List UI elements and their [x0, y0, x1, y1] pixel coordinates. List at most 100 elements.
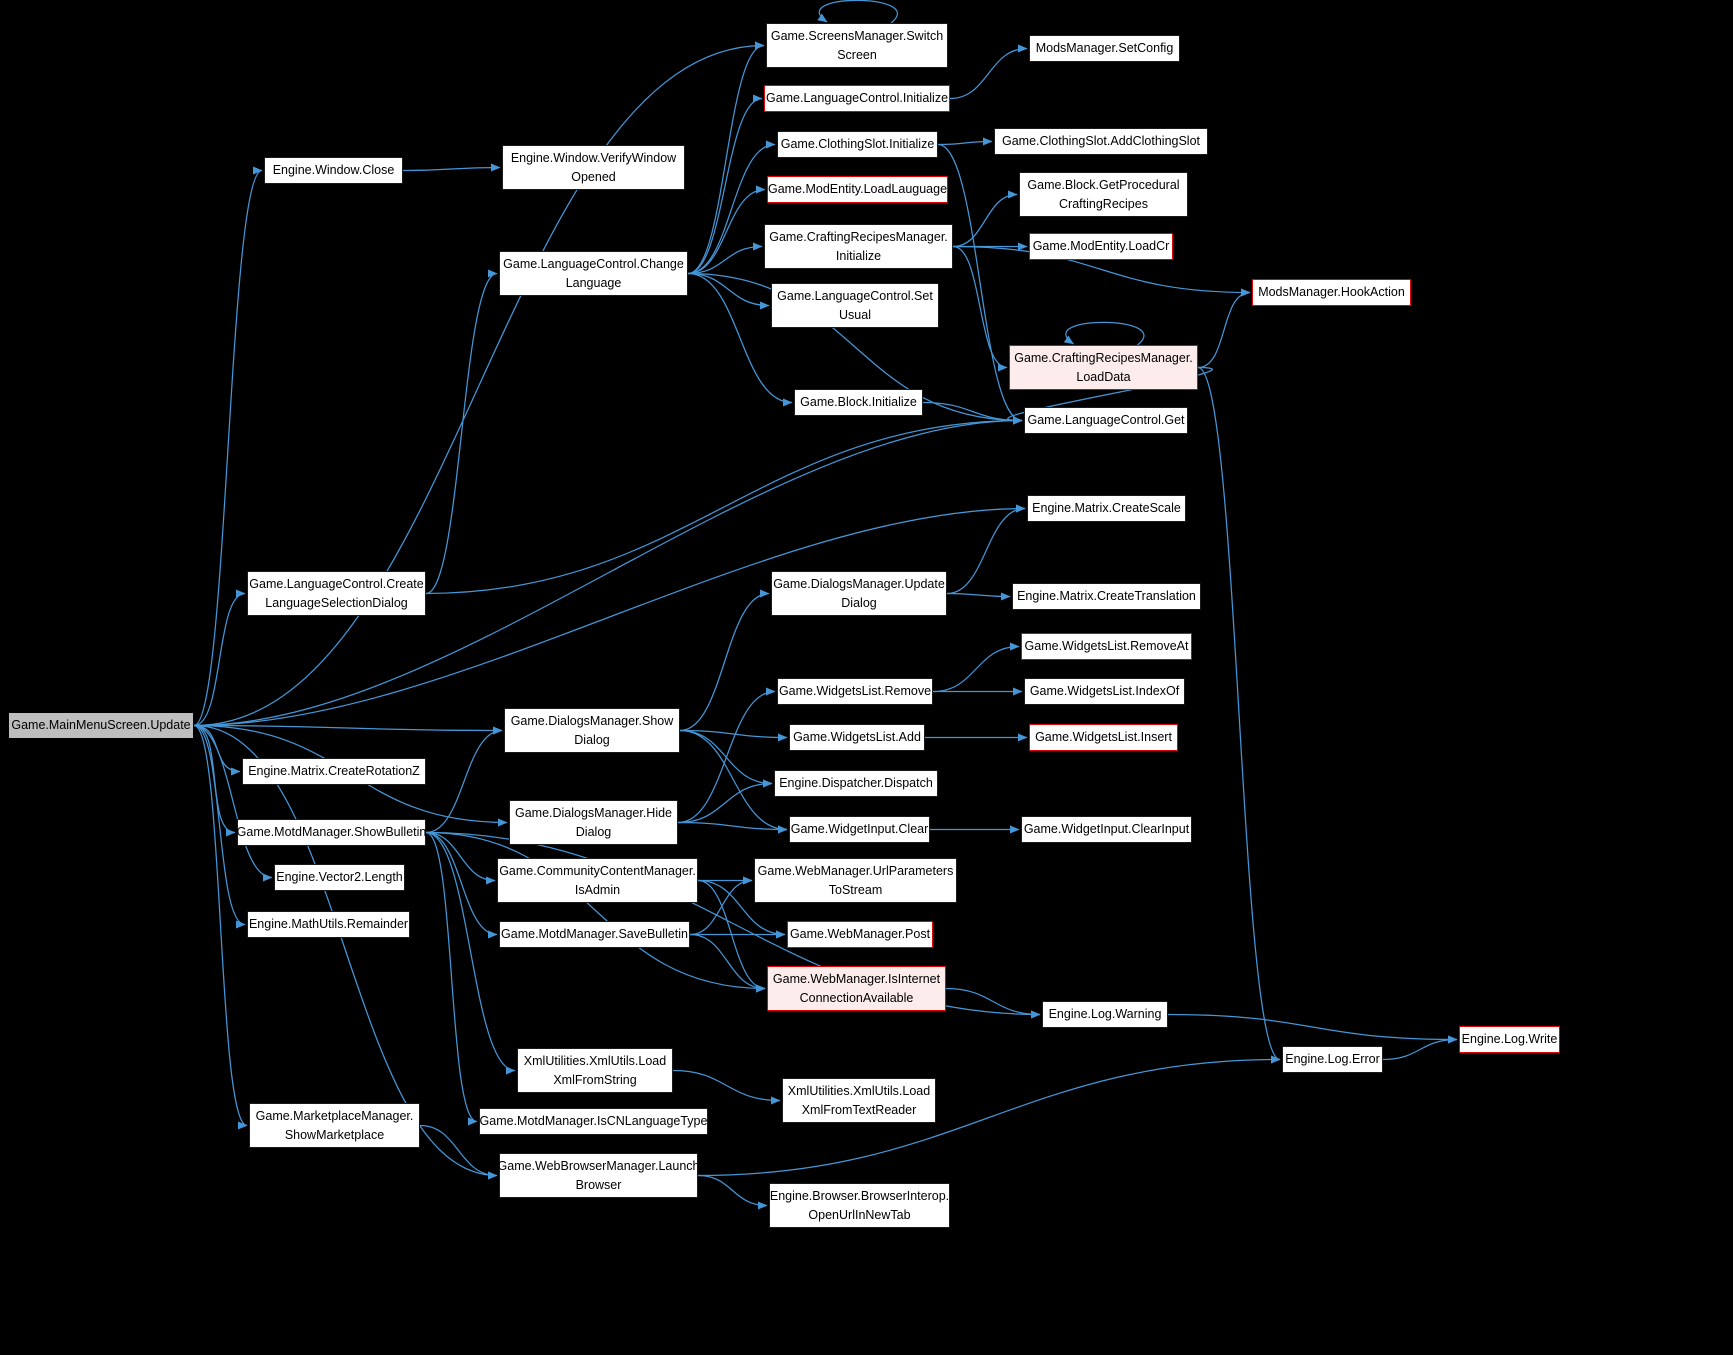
call-edge-save_bulletin-to-url_params	[689, 876, 753, 936]
node-set_config-label: ModsManager.SetConfig	[1035, 41, 1174, 55]
node-remainder-label: Engine.MathUtils.Remainder	[248, 917, 409, 931]
node-update: Game.MainMenuScreen.Update	[8, 712, 194, 739]
node-show_bulletin[interactable]: Game.MotdManager.ShowBulletin	[237, 819, 426, 846]
node-web_post-label: Game.WebManager.Post	[789, 927, 931, 941]
node-hook_action[interactable]: ModsManager.HookAction	[1252, 279, 1411, 306]
call-edge-update-to-create_lang_dialog	[193, 589, 246, 727]
call-edge-update-to-create_scale	[193, 504, 1026, 727]
node-block_init[interactable]: Game.Block.Initialize	[794, 389, 923, 416]
call-edge-log_error-to-log_write	[1382, 1035, 1458, 1061]
node-crafting_init[interactable]: Game.CraftingRecipesManager.Initialize	[764, 224, 953, 269]
node-log_warning[interactable]: Engine.Log.Warning	[1042, 1001, 1168, 1028]
node-web_post[interactable]: Game.WebManager.Post	[787, 921, 933, 948]
call-edge-change_lang-to-switch_screen	[687, 41, 765, 275]
node-widgets_insert[interactable]: Game.WidgetsList.Insert	[1029, 724, 1178, 751]
node-remainder[interactable]: Engine.MathUtils.Remainder	[247, 911, 410, 938]
node-lang_init-label: Game.LanguageControl.Initialize	[765, 91, 949, 105]
node-set_config[interactable]: ModsManager.SetConfig	[1029, 35, 1180, 62]
call-edge-create_lang_dialog-to-change_lang	[425, 269, 498, 595]
call-edge-update_dialog-to-create_scale	[946, 504, 1026, 595]
call-edge-change_lang-to-lang_init	[687, 94, 763, 275]
node-create_lang_dialog-label: LanguageSelectionDialog	[265, 595, 408, 610]
call-edge-show_bulletin-to-show_dialog	[425, 726, 503, 834]
node-inet_avail-label: Game.WebManager.IsInternet	[772, 971, 941, 986]
call-edge-launch_browser-to-open_url	[697, 1174, 768, 1210]
call-edge-load_xml_str-to-load_xml_reader	[672, 1069, 781, 1105]
node-create_translation-label: Engine.Matrix.CreateTranslation	[1017, 589, 1196, 603]
node-create_translation[interactable]: Engine.Matrix.CreateTranslation	[1012, 583, 1201, 610]
node-load_cr[interactable]: Game.ModEntity.LoadCr	[1029, 233, 1173, 260]
node-add_clothing[interactable]: Game.ClothingSlot.AddClothingSlot	[994, 128, 1208, 155]
node-widgets_remove[interactable]: Game.WidgetsList.Remove	[777, 678, 933, 705]
node-vec_length[interactable]: Engine.Vector2.Length	[274, 864, 405, 891]
call-edge-load_data-to-lang_get	[1007, 366, 1213, 425]
node-remove_at[interactable]: Game.WidgetsList.RemoveAt	[1021, 633, 1192, 660]
node-create_rotz[interactable]: Engine.Matrix.CreateRotationZ	[242, 758, 426, 785]
node-clear_input[interactable]: Game.WidgetInput.ClearInput	[1021, 816, 1192, 843]
node-load_data-label: Game.CraftingRecipesManager.	[1014, 350, 1193, 365]
call-edge-update-to-launch_browser	[193, 724, 498, 1180]
node-get_proc-label: Game.Block.GetProcedural	[1027, 177, 1180, 192]
node-dispatch[interactable]: Engine.Dispatcher.Dispatch	[774, 770, 938, 797]
node-show_marketplace[interactable]: Game.MarketplaceManager.ShowMarketplace	[249, 1103, 420, 1148]
call-edge-is_admin-to-web_post	[697, 879, 786, 939]
node-lang_init[interactable]: Game.LanguageControl.Initialize	[764, 85, 950, 112]
call-edge-update-to-remainder	[193, 724, 246, 929]
node-is_admin-label: IsAdmin	[574, 882, 621, 897]
node-open_url[interactable]: Engine.Browser.BrowserInterop.OpenUrlInN…	[769, 1183, 950, 1228]
call-edge-crafting_init-to-get_proc	[952, 190, 1018, 248]
node-save_bulletin-label: Game.MotdManager.SaveBulletin	[501, 927, 688, 941]
node-hook_action-label: ModsManager.HookAction	[1258, 285, 1405, 299]
node-lang_get-label: Game.LanguageControl.Get	[1027, 413, 1185, 427]
call-edge-hide_dialog-to-input_clear	[677, 821, 788, 834]
call-edge-update-to-lang_get	[193, 416, 1023, 727]
node-lang_get[interactable]: Game.LanguageControl.Get	[1024, 407, 1188, 434]
node-show_bulletin-label: Game.MotdManager.ShowBulletin	[236, 825, 427, 839]
node-inet_avail-label: ConnectionAvailable	[799, 990, 914, 1005]
node-load_cr-label: Game.ModEntity.LoadCr	[1032, 239, 1170, 253]
node-create_lang_dialog-label: Game.LanguageControl.Create	[249, 576, 424, 591]
node-verify_window-label: Engine.Window.VerifyWindow	[510, 150, 677, 165]
node-index_of[interactable]: Game.WidgetsList.IndexOf	[1024, 678, 1185, 705]
node-load_data[interactable]: Game.CraftingRecipesManager.LoadData	[1009, 345, 1198, 390]
node-widgets_add[interactable]: Game.WidgetsList.Add	[789, 724, 925, 751]
node-log_write-label: Engine.Log.Write	[1461, 1032, 1558, 1046]
node-log_write[interactable]: Engine.Log.Write	[1459, 1026, 1560, 1053]
node-create_scale[interactable]: Engine.Matrix.CreateScale	[1027, 495, 1186, 522]
node-input_clear[interactable]: Game.WidgetInput.Clear	[789, 816, 930, 843]
call-edge-change_lang-to-load_lang	[687, 185, 766, 275]
node-is_admin[interactable]: Game.CommunityContentManager.IsAdmin	[497, 858, 698, 903]
node-log_warning-label: Engine.Log.Warning	[1048, 1007, 1162, 1021]
node-win_close[interactable]: Engine.Window.Close	[264, 157, 403, 184]
node-load_lang[interactable]: Game.ModEntity.LoadLauguage	[767, 176, 948, 203]
node-verify_window-label: Opened	[571, 169, 616, 184]
node-is_cn[interactable]: Game.MotdManager.IsCNLanguageType	[479, 1108, 708, 1135]
node-save_bulletin[interactable]: Game.MotdManager.SaveBulletin	[499, 921, 690, 948]
node-create_scale-label: Engine.Matrix.CreateScale	[1032, 501, 1181, 515]
node-log_error[interactable]: Engine.Log.Error	[1282, 1046, 1383, 1073]
node-load_xml_reader-label: XmlUtilities.XmlUtils.Load	[787, 1083, 931, 1098]
node-load_xml_reader-label: XmlFromTextReader	[801, 1102, 917, 1117]
call-edge-create_lang_dialog-to-lang_get	[425, 416, 1023, 595]
call-edge-load_data-to-load_data	[1063, 321, 1145, 346]
node-add_clothing-label: Game.ClothingSlot.AddClothingSlot	[1001, 134, 1201, 148]
node-show_marketplace-label: ShowMarketplace	[284, 1127, 385, 1142]
node-update_dialog-label: Game.DialogsManager.Update	[773, 576, 945, 591]
node-clothing_init[interactable]: Game.ClothingSlot.Initialize	[777, 131, 938, 158]
node-clear_input-label: Game.WidgetInput.ClearInput	[1023, 822, 1190, 836]
